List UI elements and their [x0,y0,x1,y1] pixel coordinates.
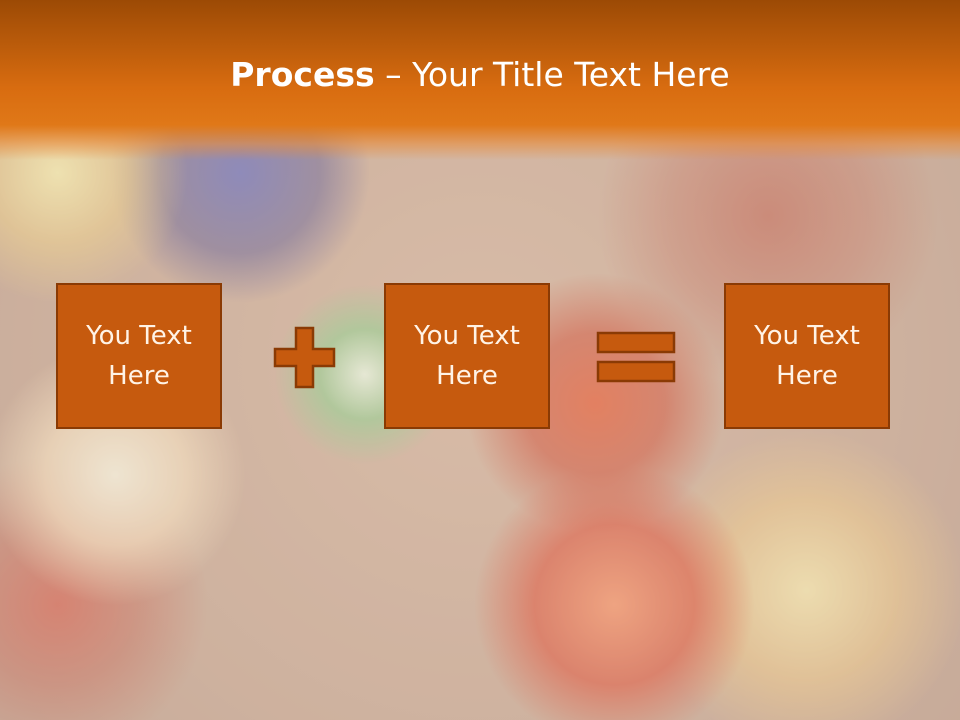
text-box-2-label: You Text Here [414,321,520,391]
title-bold-part: Process [230,55,375,94]
text-box-2[interactable]: You Text Here [384,283,550,429]
text-box-3[interactable]: You Text Here [724,283,890,429]
text-box-1[interactable]: You Text Here [56,283,222,429]
title-rest-part: – Your Title Text Here [374,55,730,94]
text-box-1-label: You Text Here [86,321,192,391]
equals-icon [596,331,676,383]
text-box-3-label: You Text Here [754,321,860,391]
title-bar [0,0,960,160]
plus-icon [273,326,336,389]
slide-title[interactable]: Process – Your Title Text Here [0,52,960,98]
